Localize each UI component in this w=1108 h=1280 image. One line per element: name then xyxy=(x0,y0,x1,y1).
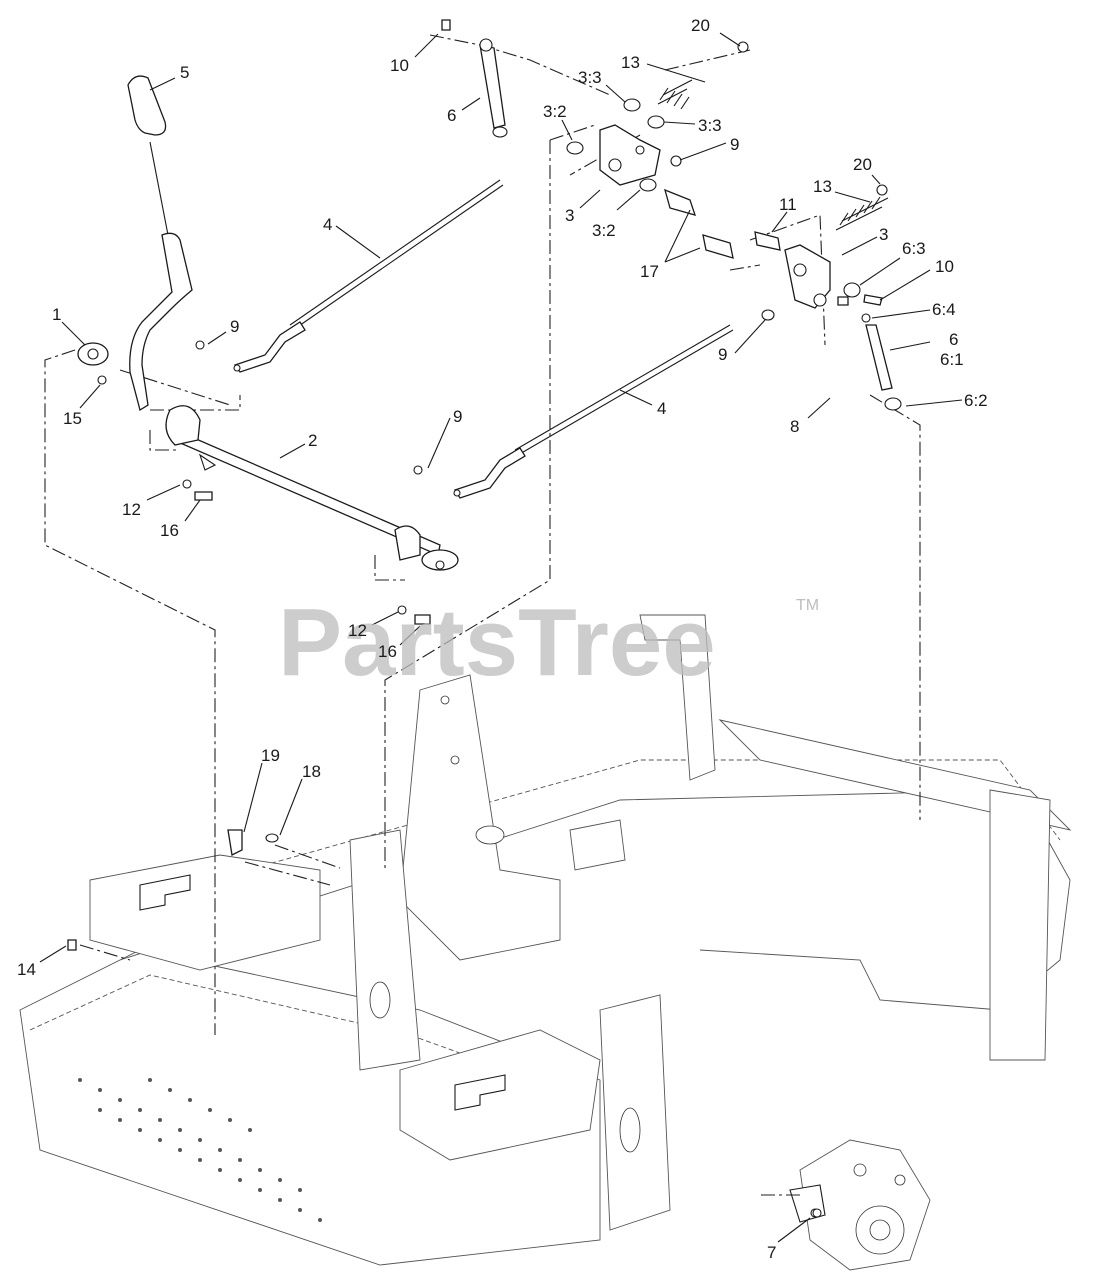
callout-16: 16 xyxy=(378,642,397,661)
callout-15: 15 xyxy=(63,409,82,428)
callout-6-4: 6:4 xyxy=(932,300,956,319)
callout-6-3: 6:3 xyxy=(902,239,926,258)
callout-3-3: 3:3 xyxy=(578,68,602,87)
callout-12: 12 xyxy=(348,621,367,640)
callout-4: 4 xyxy=(323,215,332,234)
callout-9: 9 xyxy=(453,407,462,426)
callout-3-3: 3:3 xyxy=(698,116,722,135)
callout-2: 2 xyxy=(308,431,317,450)
watermark-text: PartsTree xyxy=(278,589,716,696)
callout-10: 10 xyxy=(390,56,409,75)
callout-9: 9 xyxy=(730,135,739,154)
bellcrank-lower xyxy=(784,244,831,309)
callout-20: 20 xyxy=(853,155,872,174)
callout-6: 6 xyxy=(949,330,958,349)
callout-20: 20 xyxy=(691,16,710,35)
callout-6: 6 xyxy=(447,106,456,125)
spring-upper xyxy=(657,79,693,110)
callout-5: 5 xyxy=(180,63,189,82)
control-rod-lower xyxy=(514,324,731,451)
floor-plate-holes xyxy=(78,1078,322,1222)
callout-3-2: 3:2 xyxy=(592,221,616,240)
callout-17: 17 xyxy=(640,262,659,281)
callout-12: 12 xyxy=(122,500,141,519)
link-rod-upper xyxy=(479,44,506,129)
grip-handle xyxy=(127,75,167,136)
callout-4: 4 xyxy=(657,399,666,418)
callout-3: 3 xyxy=(879,225,888,244)
control-linkage xyxy=(67,19,902,1218)
callout-14: 14 xyxy=(17,960,36,979)
callout-8: 8 xyxy=(790,417,799,436)
callout-labels: 5 1 15 9 4 2 12 16 10 6 20 13 3:3 3:2 3:… xyxy=(17,16,988,1262)
callout-7: 7 xyxy=(767,1243,776,1262)
watermark-trademark: TM xyxy=(796,597,819,614)
callout-10: 10 xyxy=(935,257,954,276)
callout-6-1: 6:1 xyxy=(940,350,964,369)
spring-lower xyxy=(835,196,889,231)
callout-3: 3 xyxy=(565,206,574,225)
control-rod-upper xyxy=(289,179,501,326)
callout-13: 13 xyxy=(621,53,640,72)
callout-16: 16 xyxy=(160,521,179,540)
callout-13: 13 xyxy=(813,177,832,196)
bellcrank-upper xyxy=(599,124,661,186)
callout-9: 9 xyxy=(230,317,239,336)
chassis-frame xyxy=(19,614,1072,1271)
callout-6-2: 6:2 xyxy=(964,391,988,410)
callout-19: 19 xyxy=(261,746,280,765)
leader-lines xyxy=(39,32,963,1243)
control-lever xyxy=(129,232,193,412)
callout-11: 11 xyxy=(779,195,797,214)
callout-9: 9 xyxy=(718,345,727,364)
callout-18: 18 xyxy=(302,762,321,781)
link-rod-lower xyxy=(865,324,893,391)
callout-1: 1 xyxy=(52,305,61,324)
callout-3-2: 3:2 xyxy=(543,102,567,121)
